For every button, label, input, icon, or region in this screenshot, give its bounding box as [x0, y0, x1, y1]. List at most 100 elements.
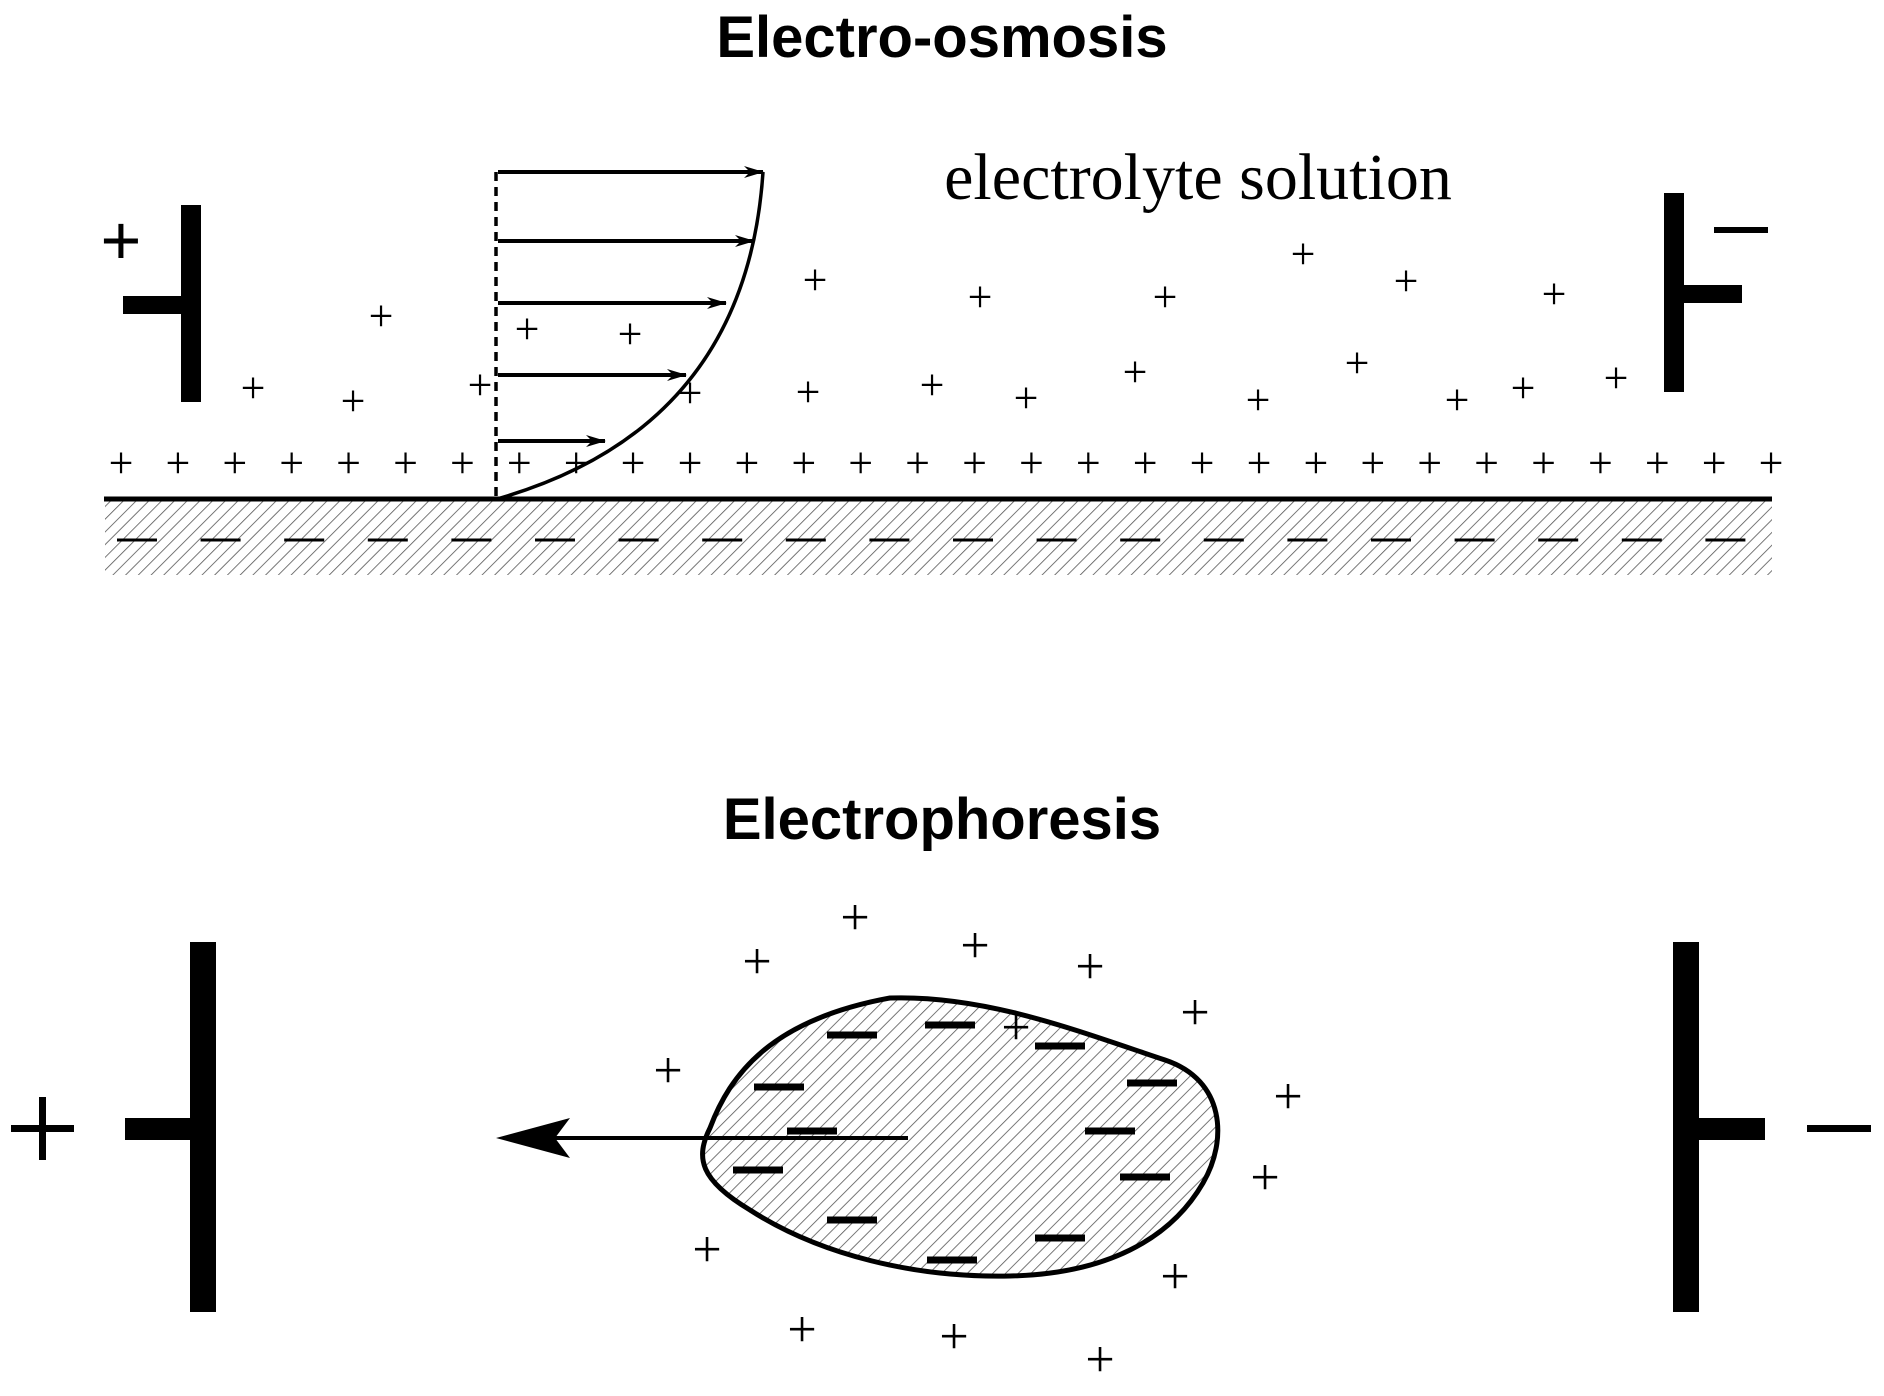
free-positive-ion: + — [1153, 273, 1178, 322]
cathode-electrode — [1673, 942, 1871, 1312]
cathode-terminal — [1695, 1118, 1765, 1140]
double-layer-positive-ions: ++++++++++++++++++++++++++++++ — [109, 439, 1784, 488]
wall-positive-ion: + — [1019, 439, 1044, 488]
free-positive-ion: + — [1014, 374, 1039, 423]
wall-positive-ion: + — [165, 439, 190, 488]
counter-ion: + — [1075, 939, 1104, 996]
particle-negative-charge — [927, 1256, 977, 1264]
flow-arrows — [498, 166, 764, 447]
free-positive-ion: + — [1542, 270, 1567, 319]
wall-positive-ion: + — [1360, 439, 1385, 488]
counter-ion: + — [1250, 1150, 1279, 1207]
anode-sign-vertical — [39, 1097, 46, 1160]
wall-positive-ion: + — [678, 439, 703, 488]
anode-electrode: + — [101, 201, 201, 402]
particle-negative-charge — [1120, 1173, 1170, 1181]
free-positive-ion: + — [968, 273, 993, 322]
free-positive-ion: + — [1445, 376, 1470, 425]
free-positive-ion: + — [1604, 354, 1629, 403]
anode-terminal — [123, 296, 185, 314]
cathode-plate — [1664, 193, 1684, 392]
free-positive-ion: + — [1394, 257, 1419, 306]
free-positive-ion: + — [796, 368, 821, 417]
anode-sign: + — [101, 201, 142, 279]
cathode-sign — [1714, 227, 1768, 233]
wall-negative-charge — [535, 538, 575, 542]
counter-ion: + — [1001, 1000, 1030, 1057]
wall-positive-ion: + — [450, 439, 475, 488]
counter-ion: + — [840, 890, 869, 947]
counter-ion: + — [742, 934, 771, 991]
cathode-electrode — [1664, 193, 1768, 392]
free-positive-ion: + — [803, 256, 828, 305]
wall-positive-ion: + — [1474, 439, 1499, 488]
particle-negative-charge — [827, 1031, 877, 1039]
wall-negative-charge — [284, 538, 325, 542]
wall-negative-charge — [1705, 538, 1746, 542]
velocity-profile — [494, 166, 765, 501]
wall-positive-ion: + — [1531, 439, 1556, 488]
wall-positive-ion: + — [1759, 439, 1784, 488]
wall-positive-ion: + — [734, 439, 759, 488]
wall-negative-charge — [1120, 538, 1161, 542]
wall-negative-charge — [1538, 538, 1579, 542]
counter-ion: + — [1273, 1069, 1302, 1126]
anode-terminal — [125, 1118, 195, 1140]
wall-positive-ion: + — [1645, 439, 1670, 488]
wall-negative-charge — [953, 538, 993, 542]
counter-ion: + — [960, 918, 989, 975]
wall-positive-ion: + — [1303, 439, 1328, 488]
wall-negative-charge — [1371, 538, 1411, 542]
particle-negative-charge — [1035, 1042, 1085, 1050]
particle-negative-charge — [787, 1127, 837, 1135]
wall-positive-ion: + — [279, 439, 304, 488]
particle-negative-charge — [925, 1021, 975, 1029]
counter-ion: + — [692, 1222, 721, 1279]
electrophoresis-title: Electrophoresis — [722, 787, 1162, 852]
electrophoresis-panel: ++++++++++++++ — [11, 890, 1871, 1389]
charged-wall — [105, 499, 1772, 575]
counter-ions: ++++++++++++++ — [653, 890, 1302, 1389]
charged-particle — [700, 995, 1221, 1279]
free-positive-ion: + — [1123, 348, 1148, 397]
wall-positive-ion: + — [621, 439, 646, 488]
wall-positive-ion: + — [905, 439, 930, 488]
free-positive-ion: + — [1246, 376, 1271, 425]
free-positive-ion: + — [920, 361, 945, 410]
particle-negative-charge — [827, 1216, 877, 1224]
free-positive-ion: + — [341, 377, 366, 426]
wall-negative-charge — [451, 538, 492, 542]
counter-ion: + — [1085, 1332, 1114, 1389]
particle-negative-charge — [733, 1166, 783, 1174]
wall-positive-ion: + — [336, 439, 361, 488]
particle-negative-charge — [754, 1083, 804, 1091]
wall-negative-charge — [367, 538, 408, 542]
free-positive-ion: + — [515, 305, 540, 354]
electro-osmosis-panel: + ++++++++++++++++++++++++++++++ +++++++… — [101, 141, 1784, 575]
particle-negative-charge — [1035, 1234, 1085, 1242]
wall-negative-charge — [1454, 538, 1495, 542]
electrolyte-solution-label: electrolyte solution — [944, 141, 1452, 214]
electro-osmosis-title: Electro-osmosis — [716, 5, 1168, 70]
free-positive-ion: + — [241, 364, 266, 413]
free-positive-ion: + — [618, 310, 643, 359]
wall-positive-ion: + — [222, 439, 247, 488]
anode-electrode — [11, 942, 216, 1312]
wall-negative-charges — [117, 538, 1746, 542]
particle-negative-charge — [1127, 1079, 1177, 1087]
wall-negative-charge — [869, 538, 910, 542]
anode-plate — [181, 205, 201, 402]
counter-ion: + — [787, 1302, 816, 1359]
migration-arrowhead — [496, 1118, 570, 1158]
wall-positive-ion: + — [1588, 439, 1613, 488]
free-positive-ion: + — [1511, 364, 1536, 413]
wall-positive-ion: + — [848, 439, 873, 488]
particle-negative-charges — [733, 1021, 1177, 1264]
wall-positive-ion: + — [1190, 439, 1215, 488]
free-positive-ion: + — [1345, 339, 1370, 388]
counter-ion: + — [1180, 985, 1209, 1042]
counter-ion: + — [653, 1043, 682, 1100]
cathode-terminal — [1680, 285, 1742, 303]
wall-negative-charge — [1203, 538, 1244, 542]
